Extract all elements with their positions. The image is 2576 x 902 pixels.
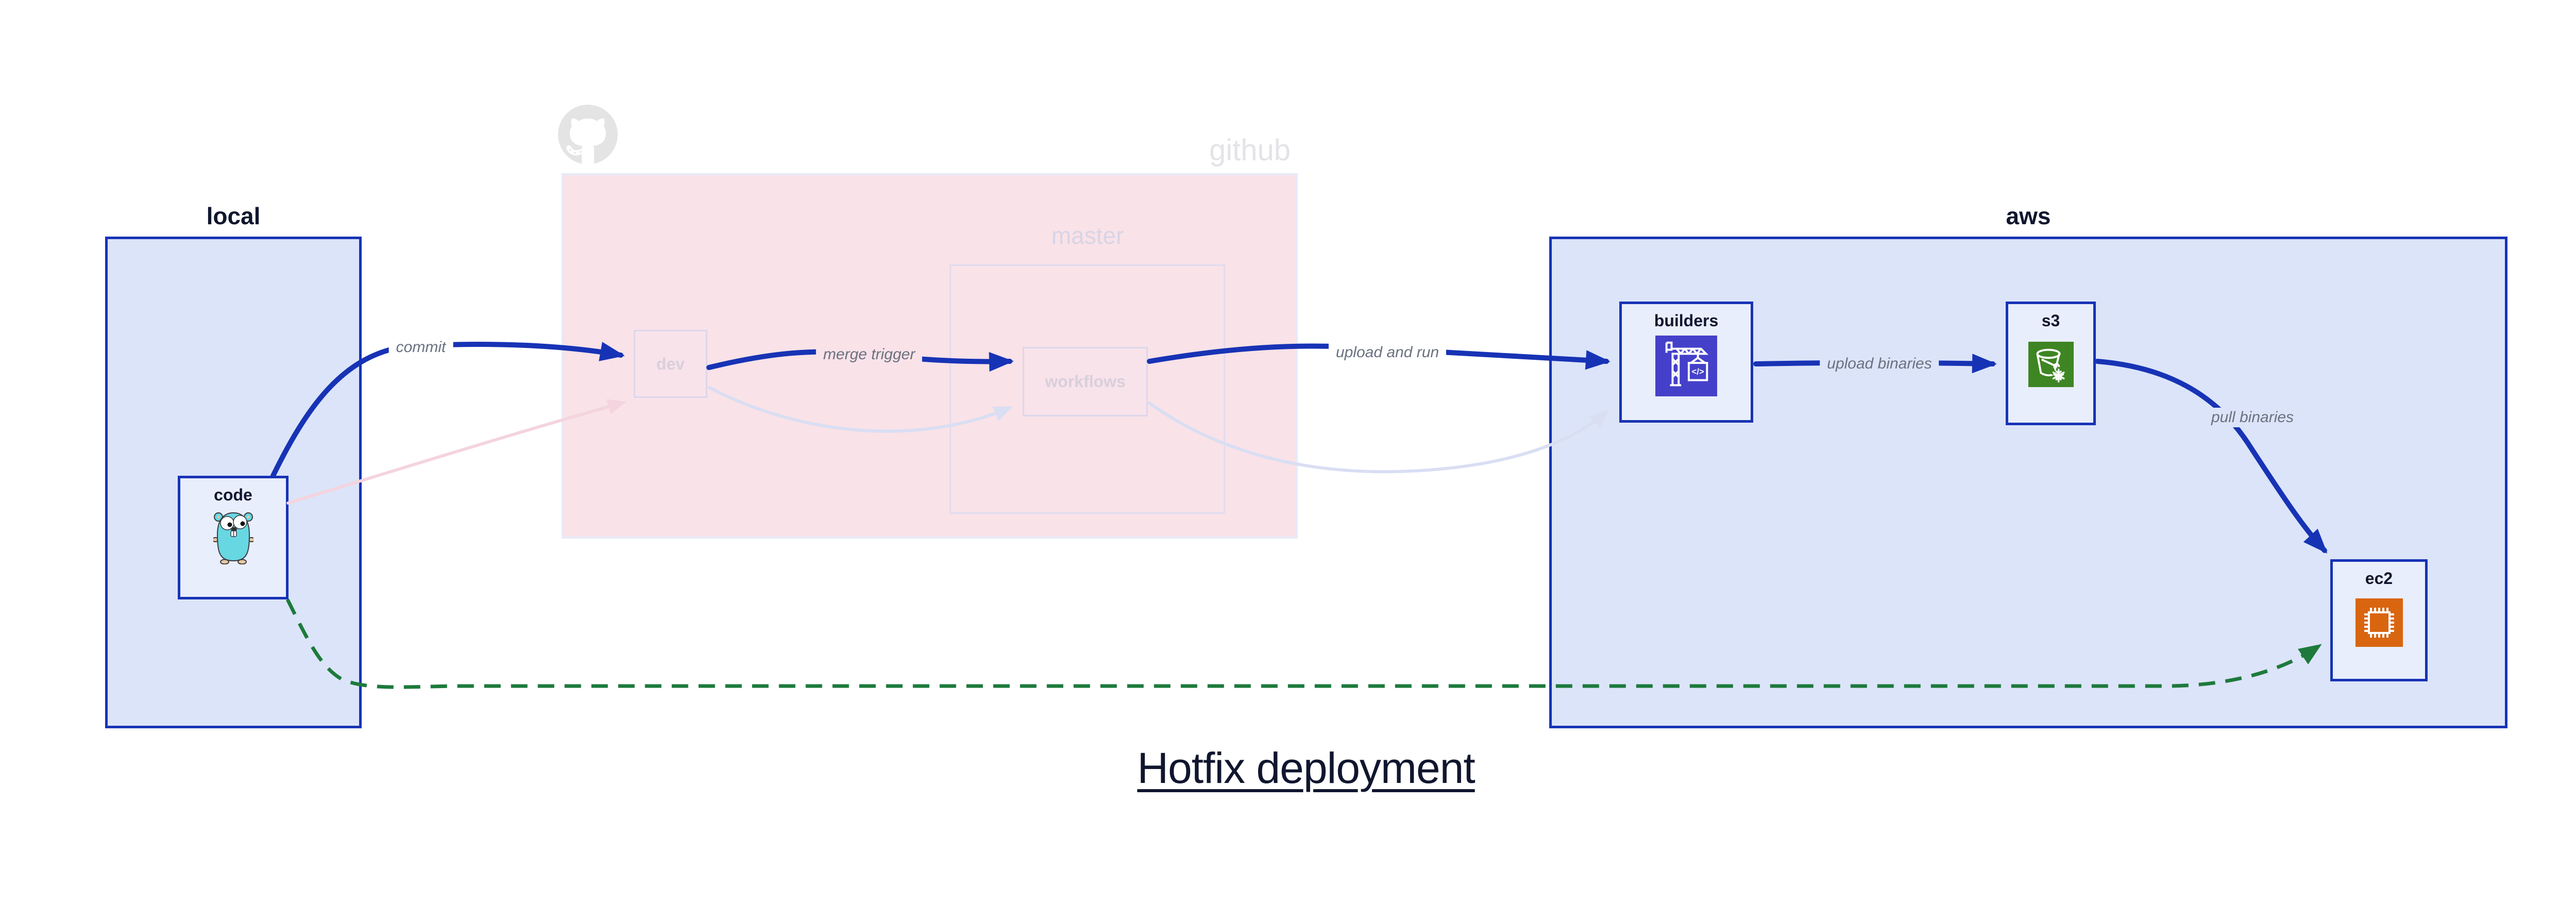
edge-label-pull-binaries: pull binaries <box>2204 408 2301 427</box>
edge-label-merge-trigger: merge trigger <box>816 345 923 364</box>
edge-label-upload-binaries: upload binaries <box>1820 354 1939 374</box>
node-dev: dev <box>634 330 707 398</box>
group-label-master: master <box>1051 222 1124 249</box>
s3-glacier-bucket-icon <box>2028 342 2074 387</box>
group-label-aws: aws <box>2006 203 2051 229</box>
svg-text:</>: </> <box>1692 367 1704 377</box>
node-dev-label: dev <box>656 354 685 373</box>
node-ec2: ec2 <box>2330 559 2428 681</box>
ec2-chip-icon <box>2355 598 2403 647</box>
node-s3: s3 <box>2006 302 2096 425</box>
diagram-title: Hotfix deployment <box>1137 744 1475 792</box>
node-s3-label: s3 <box>2041 311 2060 330</box>
node-workflows-label: workflows <box>1045 372 1126 391</box>
octocat-icon <box>558 105 618 164</box>
node-builders-label: builders <box>1654 311 1719 330</box>
node-code-label: code <box>214 486 252 504</box>
node-builders: builders </> <box>1619 302 1753 423</box>
group-label-github: github <box>1209 133 1291 167</box>
edge-label-upload-and-run: upload and run <box>1328 343 1447 362</box>
group-label-local: local <box>206 203 261 229</box>
node-code: code <box>178 476 289 599</box>
node-ec2-label: ec2 <box>2365 569 2393 588</box>
edge-label-commit: commit <box>388 338 453 357</box>
codebuild-crane-icon: </> <box>1655 336 1717 396</box>
node-workflows: workflows <box>1023 347 1148 416</box>
go-gopher-icon <box>213 512 253 564</box>
